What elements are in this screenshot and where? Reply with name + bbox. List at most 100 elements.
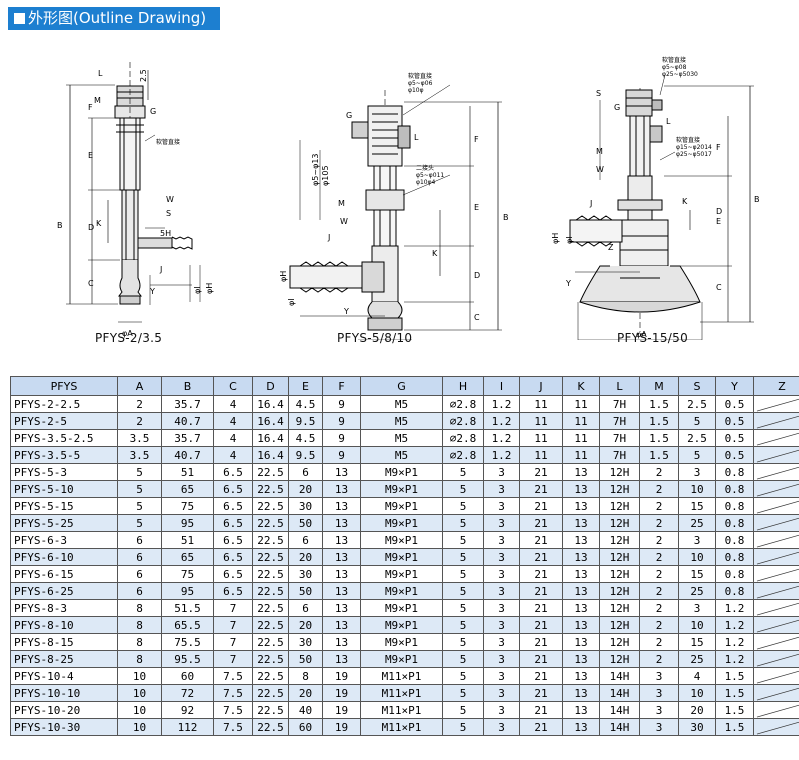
d3-label-e: E (716, 217, 721, 226)
table-cell: 0.8 (715, 582, 754, 600)
table-cell: 50 (288, 514, 323, 532)
table-cell: 15 (678, 633, 716, 651)
table-cell: 1.2 (483, 446, 520, 464)
z-cell-diagonal (753, 565, 799, 583)
column-header: D (252, 376, 289, 396)
d3-label-z: Z (608, 243, 614, 252)
z-cell-diagonal (753, 480, 799, 498)
table-cell: 6.5 (213, 582, 253, 600)
table-cell: 3 (639, 701, 679, 719)
table-cell: 3 (483, 480, 520, 498)
d3-label-b: B (754, 195, 760, 204)
column-header: PFYS (10, 376, 118, 396)
z-cell-diagonal (753, 684, 799, 702)
model-cell: PFYS-8-3 (10, 599, 118, 617)
table-cell: 4 (213, 446, 253, 464)
model-cell: PFYS-8-15 (10, 633, 118, 651)
z-cell-diagonal (753, 667, 799, 685)
table-cell: M11×P1 (360, 701, 443, 719)
table-cell: 10 (117, 667, 162, 685)
table-cell: 11 (562, 446, 600, 464)
table-cell: 21 (519, 463, 563, 481)
table-cell: M9×P1 (360, 633, 443, 651)
table-cell: 21 (519, 582, 563, 600)
d2-note2a: φ5~φ011 (416, 172, 444, 179)
table-cell: 0.8 (715, 531, 754, 549)
d2-label-l: L (414, 133, 419, 142)
table-cell: 12H (599, 497, 640, 515)
table-cell: 5 (442, 548, 484, 566)
model-cell: PFYS-2-2.5 (10, 395, 118, 413)
table-cell: M9×P1 (360, 565, 443, 583)
table-cell: 10 (117, 701, 162, 719)
table-cell: 6 (117, 582, 162, 600)
table-cell: 9 (322, 446, 361, 464)
table-cell: 12H (599, 565, 640, 583)
table-cell: 11 (519, 446, 563, 464)
table-cell: 2 (639, 616, 679, 634)
table-cell: 50 (288, 582, 323, 600)
table-cell: 16.4 (252, 395, 289, 413)
table-cell: 2 (639, 582, 679, 600)
table-cell: 7H (599, 412, 640, 430)
d2-label-h: φH (279, 271, 288, 282)
table-cell: 6 (117, 565, 162, 583)
table-cell: 10 (117, 684, 162, 702)
table-cell: 1.5 (715, 667, 754, 685)
d3-note1b: φ25~φ5030 (662, 71, 698, 78)
table-cell: 5 (442, 684, 484, 702)
table-cell: 6 (117, 531, 162, 549)
table-cell: 4.5 (288, 429, 323, 447)
table-cell: 6 (288, 531, 323, 549)
d3-label-s: S (596, 89, 601, 98)
table-cell: 30 (678, 718, 716, 736)
table-cell: M9×P1 (360, 514, 443, 532)
table-cell: 22.5 (252, 531, 289, 549)
table-cell: 2 (117, 395, 162, 413)
d1-label-j: J (159, 265, 162, 274)
model-cell: PFYS-10-4 (10, 667, 118, 685)
d3-label-d: D (716, 207, 722, 216)
table-cell: 13 (322, 565, 361, 583)
d2-note1: 软管直接 (408, 72, 432, 80)
table-cell: 2 (639, 497, 679, 515)
table-cell: 8 (117, 616, 162, 634)
d3-note2a: φ15~φ2014 (676, 144, 712, 151)
table-cell: 3 (483, 463, 520, 481)
table-cell: 5 (442, 531, 484, 549)
z-cell-diagonal (753, 616, 799, 634)
table-cell: 11 (519, 429, 563, 447)
table-cell: 7.5 (213, 701, 253, 719)
d1-label-h: φH (205, 283, 214, 294)
d2-label-y: Y (343, 307, 349, 316)
z-cell-diagonal (753, 429, 799, 447)
table-cell: M11×P1 (360, 684, 443, 702)
d2-note2b: φ10φ4 (416, 179, 436, 186)
table-cell: 6.5 (213, 531, 253, 549)
model-cell: PFYS-5-3 (10, 463, 118, 481)
drawing-pfys-15 (569, 74, 754, 340)
table-cell: 10 (678, 684, 716, 702)
table-cell: 1.5 (715, 718, 754, 736)
table-cell: 8 (288, 667, 323, 685)
table-cell: 21 (519, 684, 563, 702)
table-cell: M9×P1 (360, 480, 443, 498)
column-header: I (483, 376, 520, 396)
model-cell: PFYS-2-5 (10, 412, 118, 430)
table-cell: 13 (562, 480, 600, 498)
table-cell: 13 (322, 514, 361, 532)
table-cell: 25 (678, 650, 716, 668)
table-cell: M9×P1 (360, 497, 443, 515)
table-cell: 13 (562, 650, 600, 668)
z-cell-diagonal (753, 548, 799, 566)
table-cell: M9×P1 (360, 582, 443, 600)
table-cell: 65 (161, 480, 214, 498)
table-cell: 13 (562, 565, 600, 583)
table-cell: 25 (678, 514, 716, 532)
column-header: J (519, 376, 563, 396)
table-cell: 7 (213, 650, 253, 668)
